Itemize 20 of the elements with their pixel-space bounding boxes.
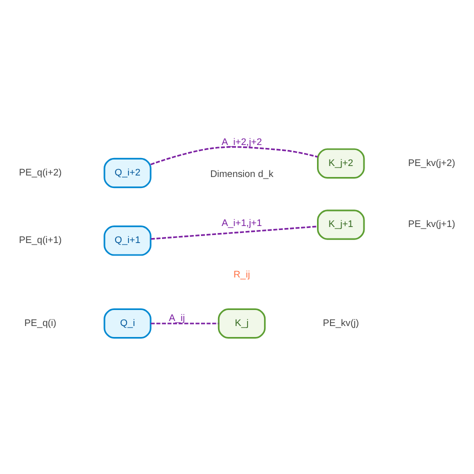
label: PE_kv(j+2) [408,157,456,168]
node-box: Q_i+2 [104,157,152,188]
label: PE_q(i) [24,317,56,328]
label: R_ij [234,268,250,280]
node-box: Q_i+1 [104,225,152,256]
node-box: K_j+2 [317,148,365,178]
node-box: K_j+1 [317,209,365,240]
label: PE_kv(j+1) [408,218,456,230]
edge-label: A_i+2,j+2 [222,136,262,148]
node-box: Q_i [104,308,152,338]
edge-label: A_i+1,j+1 [222,218,262,229]
edge-label: A_ij [168,312,185,324]
connector [150,225,318,240]
label: PE_q(i+1) [18,234,62,246]
node-box: K_j [218,308,266,338]
label: PE_kv(j) [322,317,359,328]
label: PE_q(i+2) [18,166,62,178]
connector [150,146,318,165]
connector [150,322,218,324]
label: Dimension d_k [210,168,274,180]
